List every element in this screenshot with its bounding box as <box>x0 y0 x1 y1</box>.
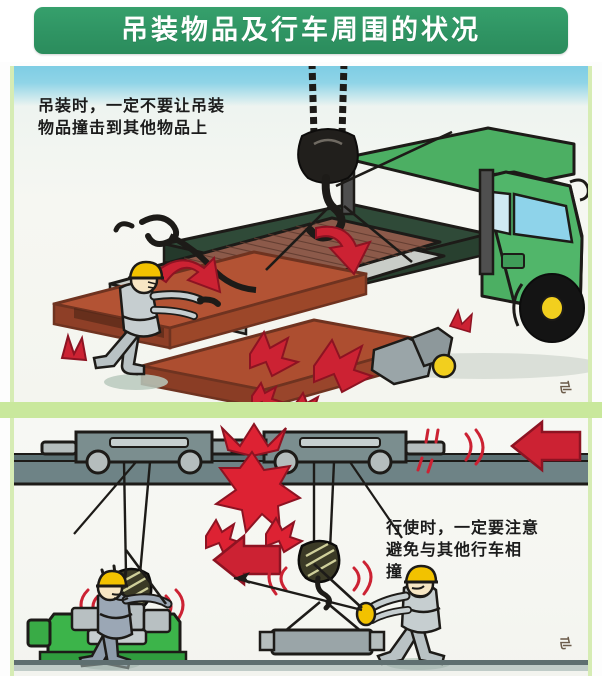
load-right-slab <box>258 539 386 656</box>
direction-arrow-right <box>509 419 582 473</box>
title-banner: 吊装物品及行车周围的状况 <box>34 7 568 54</box>
worker-right-bottom <box>233 563 450 670</box>
impact-indicators <box>60 225 375 402</box>
page-title: 吊装物品及行车周围的状况 <box>121 15 481 45</box>
worker-left <box>92 260 221 390</box>
artist-signature-top: 与 <box>558 380 572 395</box>
floor-line <box>14 660 588 671</box>
motion-lines <box>416 428 485 474</box>
title-banner-area: 吊装物品及行车周围的状况 <box>0 0 602 62</box>
scene-crane-lifting-steel <box>14 66 588 402</box>
panel-bottom: 行使时，一定要注意 避免与其他行车相 撞 与 <box>10 418 592 676</box>
scene-overhead-crane-collision <box>14 418 588 671</box>
panel-top: 吊装时，一定不要让吊装 物品撞击到其他物品上 与 <box>10 66 592 402</box>
crane-hook <box>265 66 453 271</box>
trolley-left <box>40 430 250 575</box>
artist-signature-bottom: 与 <box>558 636 572 651</box>
direction-arrow-mid <box>211 533 282 587</box>
caption-bottom: 行使时，一定要注意 避免与其他行车相 撞 <box>386 520 540 582</box>
struck-object <box>370 307 473 386</box>
panel-divider <box>0 402 602 418</box>
caption-top: 吊装时，一定不要让吊装 物品撞击到其他物品上 <box>38 98 226 138</box>
